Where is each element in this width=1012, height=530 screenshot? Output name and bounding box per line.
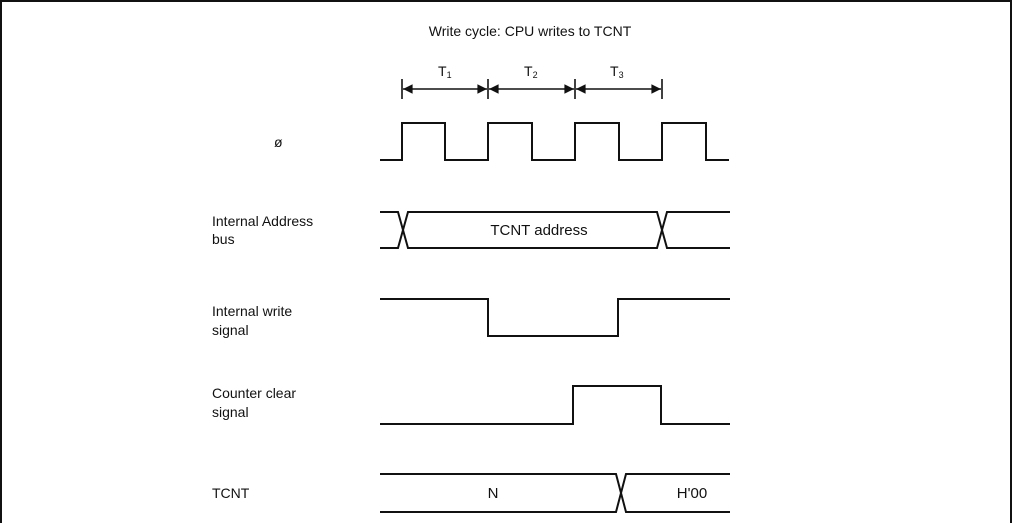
clear-signal-label-line1: Counter clear xyxy=(212,385,296,401)
tcnt-value-after: H'00 xyxy=(677,485,707,502)
write-signal-waveform xyxy=(380,298,730,337)
address-bus-top-line xyxy=(380,211,730,249)
clock-label: ø xyxy=(274,134,283,150)
period-label-t3: T3 xyxy=(610,63,624,80)
address-bus-value: TCNT address xyxy=(490,222,587,239)
clear-signal-waveform xyxy=(380,385,730,425)
write-signal-label-line1: Internal write xyxy=(212,303,292,319)
address-bus-label-line2: bus xyxy=(212,231,235,247)
tcnt-bottom-line xyxy=(380,473,730,513)
clear-signal-label-line2: signal xyxy=(212,404,249,420)
tcnt-label: TCNT xyxy=(212,485,250,501)
address-bus-bottom-line xyxy=(380,211,730,249)
period-label-t2: T2 xyxy=(524,63,538,80)
address-bus-label-line1: Internal Address xyxy=(212,213,313,229)
period-label-t1: T1 xyxy=(438,63,452,80)
period-markers: T1 T2 T3 xyxy=(401,63,663,99)
diagram-title: Write cycle: CPU writes to TCNT xyxy=(429,23,632,39)
clock-waveform xyxy=(380,122,729,161)
tcnt-value-before: N xyxy=(488,485,499,502)
write-signal-label-line2: signal xyxy=(212,322,249,338)
